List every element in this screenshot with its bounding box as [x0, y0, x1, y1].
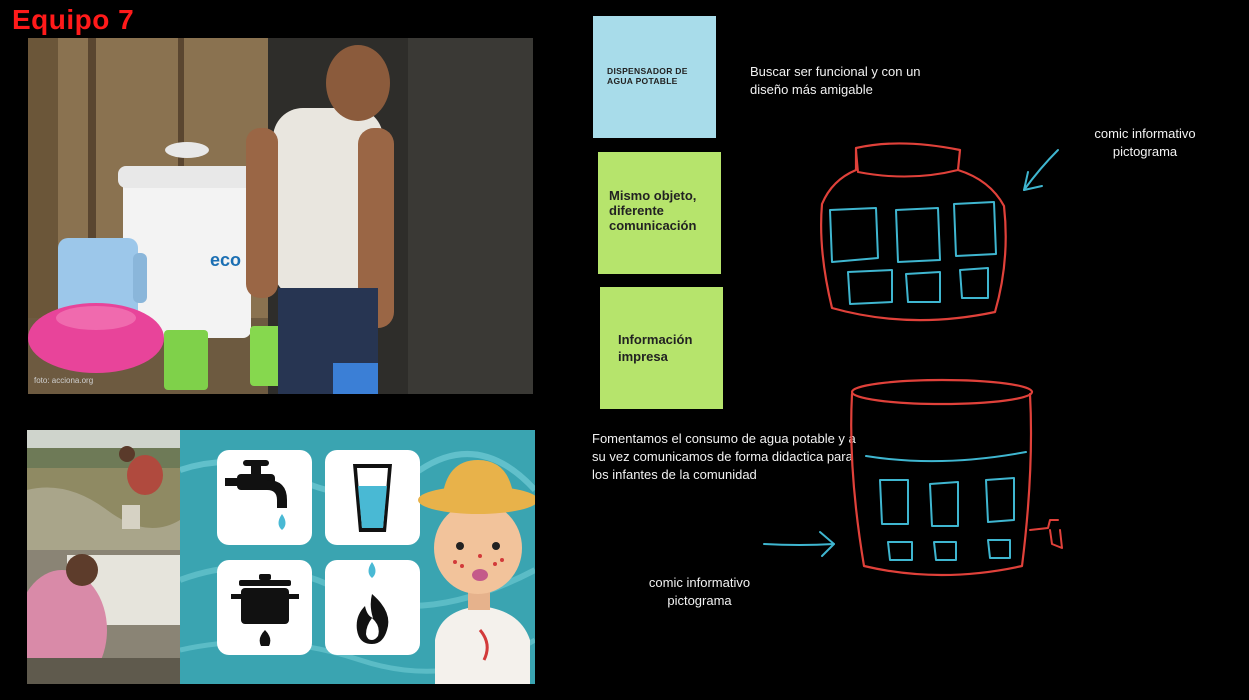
glass-icon — [353, 464, 392, 532]
sketch-arrow-bottom — [763, 531, 835, 557]
community-photo — [27, 430, 180, 684]
child-character — [418, 460, 535, 684]
dispenser-brand: eco — [210, 250, 242, 270]
pictogram-tile-pot — [217, 560, 312, 655]
sticky-note-printed-info-text: Información impresa — [618, 332, 693, 364]
note-comic-bottom: comic informativo pictograma — [648, 575, 751, 608]
team-title: Equipo 7 — [12, 4, 135, 35]
pictogram-tile-faucet — [217, 450, 312, 545]
note-goal: Buscar ser funcional y con un diseño más… — [750, 64, 921, 97]
note-comic-top: comic informativo pictograma — [1094, 126, 1196, 159]
pictogram-panel — [180, 430, 535, 684]
sketch-arrow-top — [1023, 149, 1059, 191]
sketch-dispenser-top — [820, 142, 1007, 322]
photo-credit: foto: acciona.org — [34, 376, 94, 385]
sticky-note-same-object: Mismo objeto, diferente comunicación — [598, 152, 721, 274]
sticky-note-printed-info: Información impresa — [600, 287, 723, 409]
sticky-note-same-object-text: Mismo objeto, diferente comunicación — [609, 188, 697, 233]
fire-icon — [356, 562, 389, 644]
water-dispenser-photo: eco — [28, 38, 533, 394]
pictogram-tile-glass — [325, 450, 420, 545]
note-foment: Fomentamos el consumo de agua potable y … — [592, 431, 856, 482]
sketch-dispenser-bottom — [850, 378, 1063, 577]
faucet-icon — [225, 460, 287, 530]
sticky-note-dispenser: DISPENSADOR DE AGUA POTABLE — [593, 16, 716, 138]
pot-icon — [231, 574, 299, 646]
sticky-note-dispenser-text: DISPENSADOR DE AGUA POTABLE — [607, 66, 688, 86]
pictogram-tile-fire — [325, 560, 420, 655]
